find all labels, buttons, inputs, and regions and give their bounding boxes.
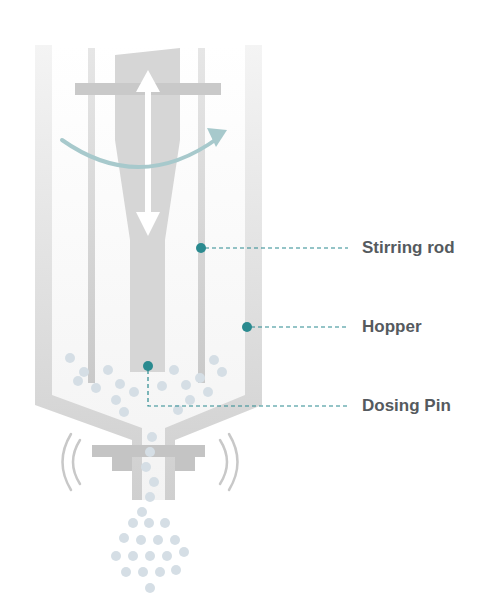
- powder-particle: [119, 407, 129, 417]
- powder-particle: [129, 387, 139, 397]
- powder-particle: [160, 518, 170, 528]
- spout-flange-lower: [175, 457, 195, 471]
- powder-particle: [115, 379, 125, 389]
- powder-particle: [91, 383, 101, 393]
- powder-particle: [145, 447, 155, 457]
- powder-particle: [162, 551, 172, 561]
- powder-particle: [73, 376, 83, 386]
- powder-particle: [209, 355, 219, 365]
- powder-particle: [111, 395, 121, 405]
- powder-particle: [137, 507, 147, 517]
- rotation-arrow-head: [207, 128, 227, 147]
- powder-particle: [136, 535, 146, 545]
- hopper-wall: [35, 45, 262, 500]
- powder-particle: [65, 353, 75, 363]
- powder-particle: [157, 381, 167, 391]
- powder-particle: [111, 551, 121, 561]
- powder-particle: [149, 477, 159, 487]
- rotation-arrow: [62, 138, 218, 167]
- stirring-rod: [88, 48, 95, 383]
- powder-particle: [128, 518, 138, 528]
- powder-particle: [181, 380, 191, 390]
- part-label: Stirring rod: [362, 238, 455, 258]
- powder-particle: [203, 387, 213, 397]
- powder-particle: [141, 462, 151, 472]
- powder-particle: [145, 492, 155, 502]
- powder-particle: [145, 583, 155, 593]
- part-label: Dosing Pin: [362, 396, 451, 416]
- powder-particle: [128, 551, 138, 561]
- powder-particle: [185, 395, 195, 405]
- powder-particle: [169, 365, 179, 375]
- hopper-interior: [52, 45, 245, 500]
- powder-particle: [195, 373, 205, 383]
- powder-particle: [170, 535, 180, 545]
- powder-particle: [121, 567, 131, 577]
- powder-particle: [179, 547, 189, 557]
- vibration-arcs: [63, 434, 238, 490]
- powder-particle: [144, 518, 154, 528]
- up-down-arrow: [136, 70, 160, 236]
- dosing-pin: [115, 48, 180, 372]
- powder-particle: [119, 533, 129, 543]
- powder-particles: [65, 353, 227, 593]
- spout-flange: [92, 445, 205, 457]
- powder-particle: [155, 567, 165, 577]
- powder-particle: [103, 365, 113, 375]
- powder-particle: [171, 565, 181, 575]
- spout-flange-lower: [112, 457, 132, 471]
- powder-particle: [153, 535, 163, 545]
- powder-particle: [217, 367, 227, 377]
- part-label: Hopper: [362, 317, 422, 337]
- powder-particle: [145, 551, 155, 561]
- stirring-rod: [198, 48, 205, 383]
- leader-lines: [148, 248, 348, 406]
- powder-particle: [138, 567, 148, 577]
- powder-particle: [79, 367, 89, 377]
- leader-dots: [143, 243, 252, 371]
- powder-particle: [147, 432, 157, 442]
